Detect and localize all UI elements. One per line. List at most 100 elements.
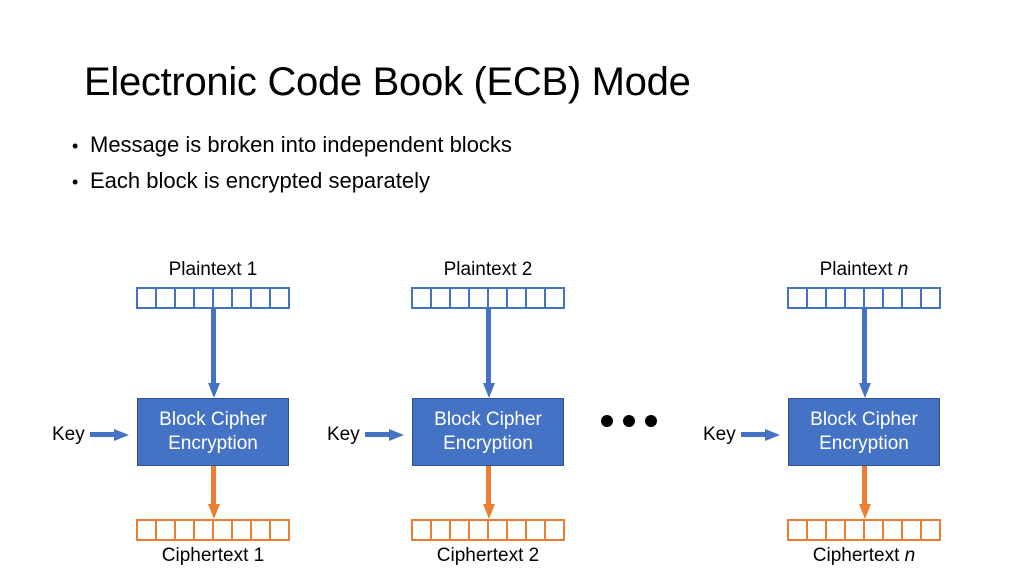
plaintext-label-1-index: 1 (246, 259, 258, 280)
plaintext-block-bar-n (787, 287, 941, 309)
block-cipher-encryption-box-n: Block Cipher Encryption (788, 398, 940, 466)
arrow-right-key-n (740, 429, 780, 441)
plaintext-cell (787, 287, 808, 309)
arrow-shaft (486, 466, 491, 505)
arrow-head-icon (388, 429, 404, 441)
arrow-shaft (211, 309, 216, 384)
plaintext-label-n-index: n (897, 259, 909, 280)
key-input-2: Key (327, 422, 404, 446)
plaintext-cell (901, 287, 922, 309)
key-label-2: Key (327, 423, 360, 445)
plaintext-cell (863, 287, 884, 309)
arrow-shaft (862, 466, 867, 505)
arrow-shaft (740, 432, 767, 437)
plaintext-cell (193, 287, 214, 309)
block-cipher-box-line1: Block Cipher (810, 408, 918, 430)
plaintext-cell (882, 287, 903, 309)
bullet-item-1: • Message is broken into independent blo… (72, 134, 772, 156)
ciphertext-cell (825, 519, 846, 541)
plaintext-block-bar-1 (136, 287, 290, 309)
block-cipher-encryption-box-1: Block Cipher Encryption (137, 398, 289, 466)
plaintext-cell (269, 287, 290, 309)
key-label-n: Key (703, 423, 736, 445)
bullet-item-2: • Each block is encrypted separately (72, 170, 772, 192)
plaintext-label-n: Plaintext n (761, 260, 967, 279)
arrow-head-icon (113, 429, 129, 441)
ellipsis-dot-icon (623, 415, 635, 427)
ciphertext-cell (250, 519, 271, 541)
ciphertext-cell (411, 519, 432, 541)
bullet-item-2-text: Each block is encrypted separately (90, 168, 430, 193)
ciphertext-cell (863, 519, 884, 541)
plaintext-cell (506, 287, 527, 309)
plaintext-cell (449, 287, 470, 309)
ciphertext-label-1: Ciphertext 1 (110, 546, 316, 565)
bullet-dot-icon: • (72, 136, 79, 156)
ciphertext-label-n-index: n (904, 545, 916, 566)
arrow-shaft (89, 432, 116, 437)
encryption-group-n: Plaintext n Key Block Cipher E (703, 255, 967, 567)
arrow-down-plaintext-to-cipher-n (859, 309, 871, 398)
key-input-1: Key (52, 422, 129, 446)
ciphertext-cell (174, 519, 195, 541)
ciphertext-label-n: Ciphertext n (761, 546, 967, 565)
ciphertext-cell (787, 519, 808, 541)
ciphertext-cell (231, 519, 252, 541)
ciphertext-cell (506, 519, 527, 541)
ciphertext-cell (449, 519, 470, 541)
ellipsis-dot-icon (645, 415, 657, 427)
plaintext-cell (844, 287, 865, 309)
plaintext-cell (468, 287, 489, 309)
arrow-head-icon (859, 383, 871, 398)
ciphertext-cell (136, 519, 157, 541)
arrow-right-key-2 (364, 429, 404, 441)
bullet-dot-icon: • (72, 172, 79, 192)
ciphertext-block-bar-2 (411, 519, 565, 541)
plaintext-block-bar-2 (411, 287, 565, 309)
arrow-shaft (862, 309, 867, 384)
ciphertext-label-n-prefix: Ciphertext (812, 545, 900, 566)
plaintext-cell (544, 287, 565, 309)
plaintext-cell (212, 287, 233, 309)
arrow-head-icon (764, 429, 780, 441)
ciphertext-cell (269, 519, 290, 541)
ciphertext-label-2: Ciphertext 2 (385, 546, 591, 565)
encryption-group-1: Plaintext 1 Key Block Cipher E (52, 255, 316, 567)
block-cipher-box-line2: Encryption (168, 433, 258, 454)
plaintext-cell (155, 287, 176, 309)
arrow-shaft (486, 309, 491, 384)
plaintext-cell (411, 287, 432, 309)
plaintext-cell (806, 287, 827, 309)
plaintext-cell (430, 287, 451, 309)
ellipsis-dot-icon (601, 415, 613, 427)
plaintext-cell (825, 287, 846, 309)
plaintext-label-2-index: 2 (521, 259, 533, 280)
arrow-down-cipher-to-ciphertext-2 (483, 466, 495, 519)
arrow-down-cipher-to-ciphertext-n (859, 466, 871, 519)
plaintext-cell (487, 287, 508, 309)
ciphertext-cell (468, 519, 489, 541)
ciphertext-cell (212, 519, 233, 541)
ciphertext-label-2-index: 2 (528, 545, 540, 566)
arrow-head-icon (859, 504, 871, 519)
plaintext-label-1-prefix: Plaintext (168, 259, 242, 280)
ciphertext-label-2-prefix: Ciphertext (436, 545, 524, 566)
block-cipher-box-line1: Block Cipher (434, 408, 542, 430)
plaintext-cell (525, 287, 546, 309)
plaintext-label-1: Plaintext 1 (110, 260, 316, 279)
ciphertext-cell (901, 519, 922, 541)
plaintext-cell (231, 287, 252, 309)
bullet-list: • Message is broken into independent blo… (72, 134, 772, 206)
bullet-item-1-text: Message is broken into independent block… (90, 132, 512, 157)
block-cipher-box-line1: Block Cipher (159, 408, 267, 430)
page-title: Electronic Code Book (ECB) Mode (84, 60, 691, 104)
arrow-down-plaintext-to-cipher-2 (483, 309, 495, 398)
key-input-n: Key (703, 422, 780, 446)
arrow-head-icon (483, 504, 495, 519)
ciphertext-cell (844, 519, 865, 541)
arrow-down-plaintext-to-cipher-1 (208, 309, 220, 398)
encryption-group-2: Plaintext 2 Key Block Cipher E (327, 255, 591, 567)
arrow-shaft (364, 432, 391, 437)
plaintext-cell (136, 287, 157, 309)
